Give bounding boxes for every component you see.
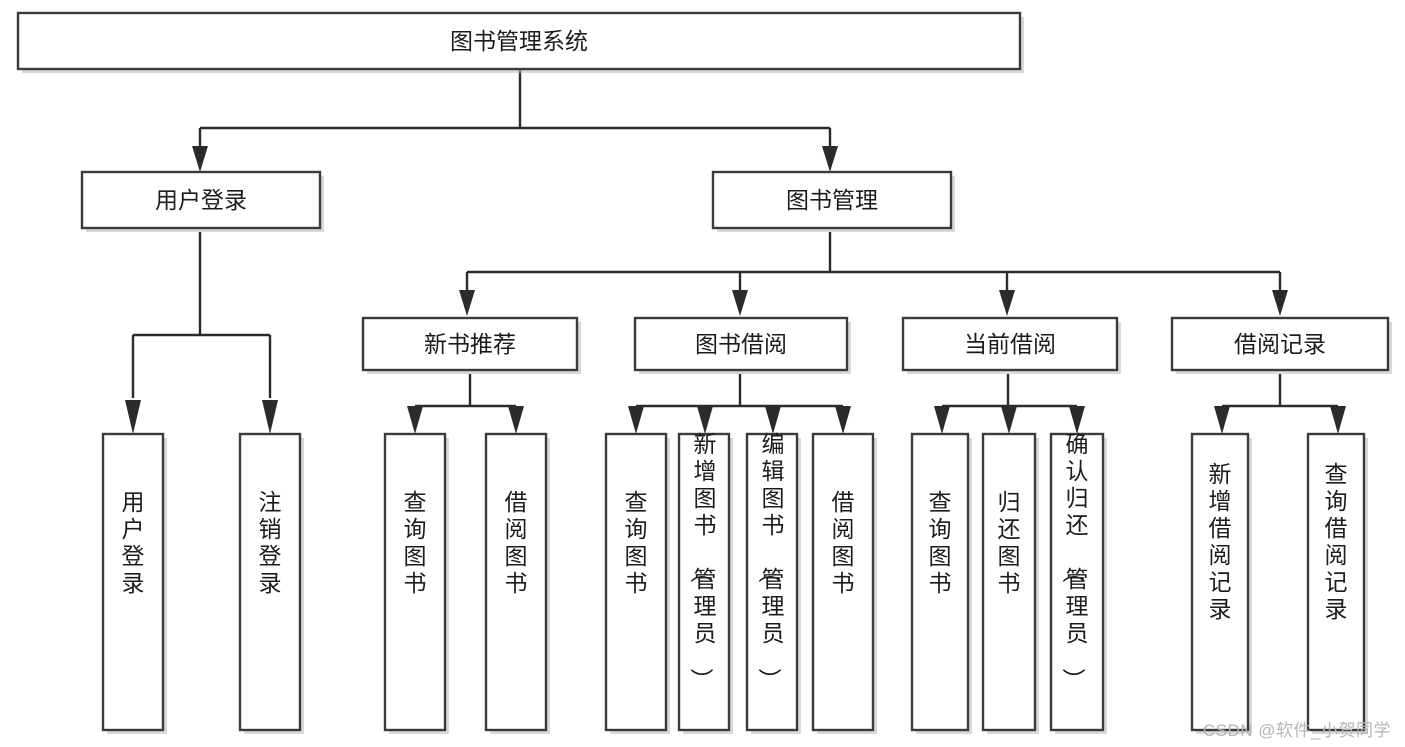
node-book-manage[interactable]: 图书管理 (711, 170, 955, 232)
node-leaf-user-login[interactable]: 用户登录 (101, 432, 167, 734)
node-leaf-borrow-book-1-label: 借阅图书 (505, 489, 528, 596)
node-leaf-query-record[interactable]: 查询借阅记录 (1306, 432, 1368, 734)
arrow-head-leaf-query-book-2 (628, 406, 644, 434)
node-leaf-confirm-return[interactable]: 确认归还（管理员） (1049, 431, 1107, 734)
node-leaf-query-book-3-box (910, 432, 970, 732)
node-new-book-recommend-box (361, 316, 579, 372)
node-leaf-query-record-label: 查询借阅记录 (1325, 461, 1348, 622)
node-leaf-user-login-label: 用户登录 (122, 489, 145, 596)
node-leaf-return-book[interactable]: 归还图书 (981, 432, 1039, 734)
arrow-head-current-borrow (999, 290, 1015, 316)
arrow-head-leaf-query-book-1 (407, 406, 423, 434)
node-leaf-user-logout[interactable]: 注销登录 (238, 432, 304, 734)
arrow-head-book-manage (822, 146, 838, 172)
node-borrow-record-box (1170, 316, 1390, 372)
node-leaf-add-book-box (677, 432, 731, 732)
node-root[interactable]: 图书管理系统 (16, 11, 1024, 73)
node-root-label: 图书管理系统 (450, 28, 588, 54)
node-leaf-user-logout-label: 注销登录 (259, 489, 282, 596)
node-leaf-return-book-label: 归还图书 (998, 489, 1021, 596)
node-current-borrow[interactable]: 当前借阅 (901, 316, 1121, 374)
arrow-head-leaf-add-book (697, 406, 713, 434)
arrow-head-user-login (192, 146, 208, 172)
csdn-watermark: CSDN @软件_小贺同学 (1202, 721, 1391, 740)
arrow-head-leaf-add-record (1214, 406, 1230, 434)
arrow-head-leaf-borrow-book-1 (508, 406, 524, 434)
arrow-head-leaf-query-book-3 (934, 406, 950, 434)
node-leaf-query-book-3-label: 查询图书 (929, 489, 952, 596)
arrow-head-leaf-confirm-return (1069, 406, 1085, 434)
node-leaf-query-book-1[interactable]: 查询图书 (383, 432, 449, 734)
node-borrow-record[interactable]: 借阅记录 (1170, 316, 1392, 374)
node-book-manage-label: 图书管理 (786, 187, 878, 213)
node-user-login-label: 用户登录 (155, 187, 247, 213)
node-leaf-query-book-2[interactable]: 查询图书 (604, 432, 670, 734)
node-leaf-edit-book-label: 编辑图书（管理员） (757, 431, 785, 691)
node-leaf-add-record-box (1190, 432, 1250, 732)
node-leaf-query-book-1-box (383, 432, 447, 732)
arrow-head-leaf-user-login (125, 400, 141, 434)
node-leaf-user-login-box (101, 432, 165, 732)
node-leaf-query-book-2-box (604, 432, 668, 732)
node-current-borrow-box (901, 316, 1119, 372)
node-leaf-add-record-label: 新增借阅记录 (1209, 461, 1232, 622)
node-leaf-query-book-2-label: 查询图书 (625, 489, 648, 596)
connector-layer (125, 70, 1346, 434)
arrow-head-borrow-record (1272, 290, 1288, 316)
arrow-head-leaf-borrow-book-2 (835, 406, 851, 434)
node-book-borrow[interactable]: 图书借阅 (633, 316, 851, 374)
node-leaf-borrow-book-1[interactable]: 借阅图书 (484, 432, 550, 734)
node-leaf-borrow-book-2[interactable]: 借阅图书 (811, 432, 877, 734)
leaf-layer: 用户登录 注销登录 查询图书 借阅图书 查询图书 (101, 431, 1368, 734)
node-leaf-return-book-box (981, 432, 1037, 732)
node-leaf-confirm-return-box (1049, 432, 1105, 732)
arrow-head-leaf-return-book (1001, 406, 1017, 434)
node-leaf-query-book-1-label: 查询图书 (404, 489, 427, 596)
node-leaf-query-book-3[interactable]: 查询图书 (910, 432, 972, 734)
arrow-head-leaf-user-logout (262, 400, 278, 434)
arrow-head-leaf-edit-book (765, 406, 781, 434)
node-user-login-box (80, 170, 322, 230)
node-leaf-add-book[interactable]: 新增图书（管理员） (677, 431, 733, 734)
node-book-borrow-box (633, 316, 849, 372)
node-root-box (16, 11, 1022, 71)
node-leaf-user-logout-box (238, 432, 302, 732)
node-current-borrow-label: 当前借阅 (964, 331, 1056, 357)
node-new-book-recommend-label: 新书推荐 (424, 331, 516, 357)
arrow-head-leaf-query-record (1330, 406, 1346, 434)
arrow-head-book-borrow (732, 290, 748, 316)
node-new-book-recommend[interactable]: 新书推荐 (361, 316, 581, 374)
node-leaf-query-record-box (1306, 432, 1366, 732)
node-user-login[interactable]: 用户登录 (80, 170, 324, 232)
node-leaf-borrow-book-2-label: 借阅图书 (832, 489, 855, 596)
node-leaf-confirm-return-label: 确认归还（管理员） (1061, 431, 1089, 691)
node-book-borrow-label: 图书借阅 (695, 331, 787, 357)
node-leaf-add-book-label: 新增图书（管理员） (689, 431, 717, 691)
node-leaf-borrow-book-1-box (484, 432, 548, 732)
node-borrow-record-label: 借阅记录 (1234, 331, 1326, 357)
arrow-head-new-book-recommend (459, 290, 475, 316)
node-leaf-borrow-book-2-box (811, 432, 875, 732)
node-leaf-edit-book-box (745, 432, 799, 732)
node-book-manage-box (711, 170, 953, 230)
node-leaf-add-record[interactable]: 新增借阅记录 (1190, 432, 1252, 734)
node-leaf-edit-book[interactable]: 编辑图书（管理员） (745, 431, 801, 734)
